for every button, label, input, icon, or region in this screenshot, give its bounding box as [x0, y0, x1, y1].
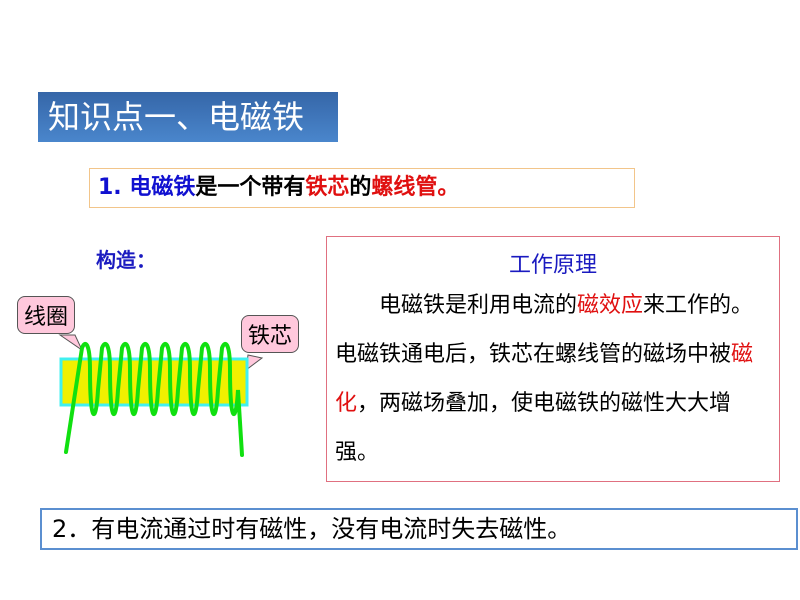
- definition-number: 1.: [98, 175, 130, 200]
- highlight: 磁效应: [577, 293, 644, 318]
- principle-box: 工作原理 电磁铁是利用电流的磁效应来工作的。电磁铁通电后，铁芯在螺线管的磁场中被…: [326, 236, 780, 482]
- definition-text: 是一个带有: [195, 175, 306, 200]
- definition-term: 电磁铁: [129, 175, 196, 200]
- definition-box: 1. 电磁铁是一个带有铁芯的螺线管。: [89, 168, 635, 208]
- principle-title: 工作原理: [508, 253, 597, 278]
- coil-callout: 线圈: [17, 296, 76, 334]
- text: 来工作的。电磁铁通电后，铁芯在螺线管的磁场中被: [335, 293, 754, 367]
- structure-label: 构造：: [96, 248, 156, 272]
- section-title: 知识点一、电磁铁: [38, 92, 338, 142]
- principle-text: 电磁铁是利用电流的磁效应来工作的。电磁铁通电后，铁芯在螺线管的磁场中被磁化，两磁…: [327, 281, 779, 477]
- callout-pointer: [58, 334, 84, 352]
- highlight: 磁化: [335, 342, 754, 416]
- point-two: 2．有电流通过时有磁性，没有电流时失去磁性。: [40, 508, 798, 550]
- definition-core: 铁芯: [305, 175, 350, 200]
- electromagnet-diagram: [58, 334, 264, 457]
- definition-text: 的: [349, 175, 372, 200]
- text: ，两磁场叠加，使电磁铁的磁性大大增强。: [335, 391, 732, 465]
- core-callout: 铁芯: [241, 315, 300, 353]
- definition-text: 。: [437, 175, 460, 200]
- coil-wire: [64, 342, 244, 457]
- definition-solenoid: 螺线管: [371, 175, 438, 200]
- text: 电磁铁是利用电流的: [379, 293, 578, 318]
